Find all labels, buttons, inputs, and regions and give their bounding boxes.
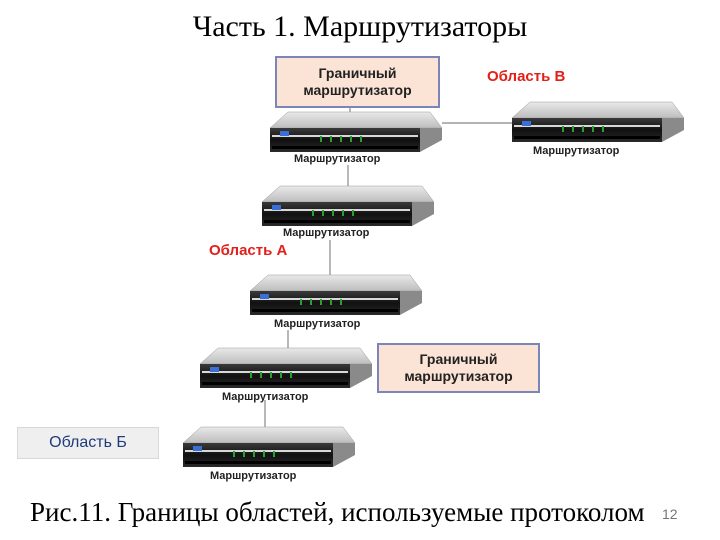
border-router-line2: маршрутизатор: [404, 368, 513, 384]
page-number: 12: [662, 506, 678, 522]
router-device: [511, 101, 685, 143]
router-device: [261, 185, 435, 227]
area-v-label: Область В: [487, 68, 566, 85]
router-label: Маршрутизатор: [210, 470, 297, 482]
router-device: [182, 426, 356, 468]
figure-caption: Рис.11. Границы областей, используемые п…: [30, 497, 645, 527]
router-label: Маршрутизатор: [283, 227, 370, 239]
border-router-line1: Граничный: [318, 65, 397, 81]
router-label: Маршрутизатор: [222, 391, 309, 403]
border-router-line2: маршрутизатор: [303, 82, 412, 98]
area-a-label: Область А: [209, 242, 288, 259]
border-router-box: Граничный маршрутизатор: [275, 56, 440, 108]
router-label: Маршрутизатор: [294, 153, 381, 165]
border-router-line1: Граничный: [419, 351, 498, 367]
router-device: [199, 347, 373, 389]
router-label: Маршрутизатор: [533, 145, 620, 157]
area-b-label: Область Б: [17, 427, 159, 459]
router-label: Маршрутизатор: [274, 318, 361, 330]
slide-title: Часть 1. Маршрутизаторы: [192, 10, 528, 43]
router-device: [269, 111, 443, 153]
router-device: [249, 274, 423, 316]
border-router-box: Граничный маршрутизатор: [377, 343, 540, 393]
